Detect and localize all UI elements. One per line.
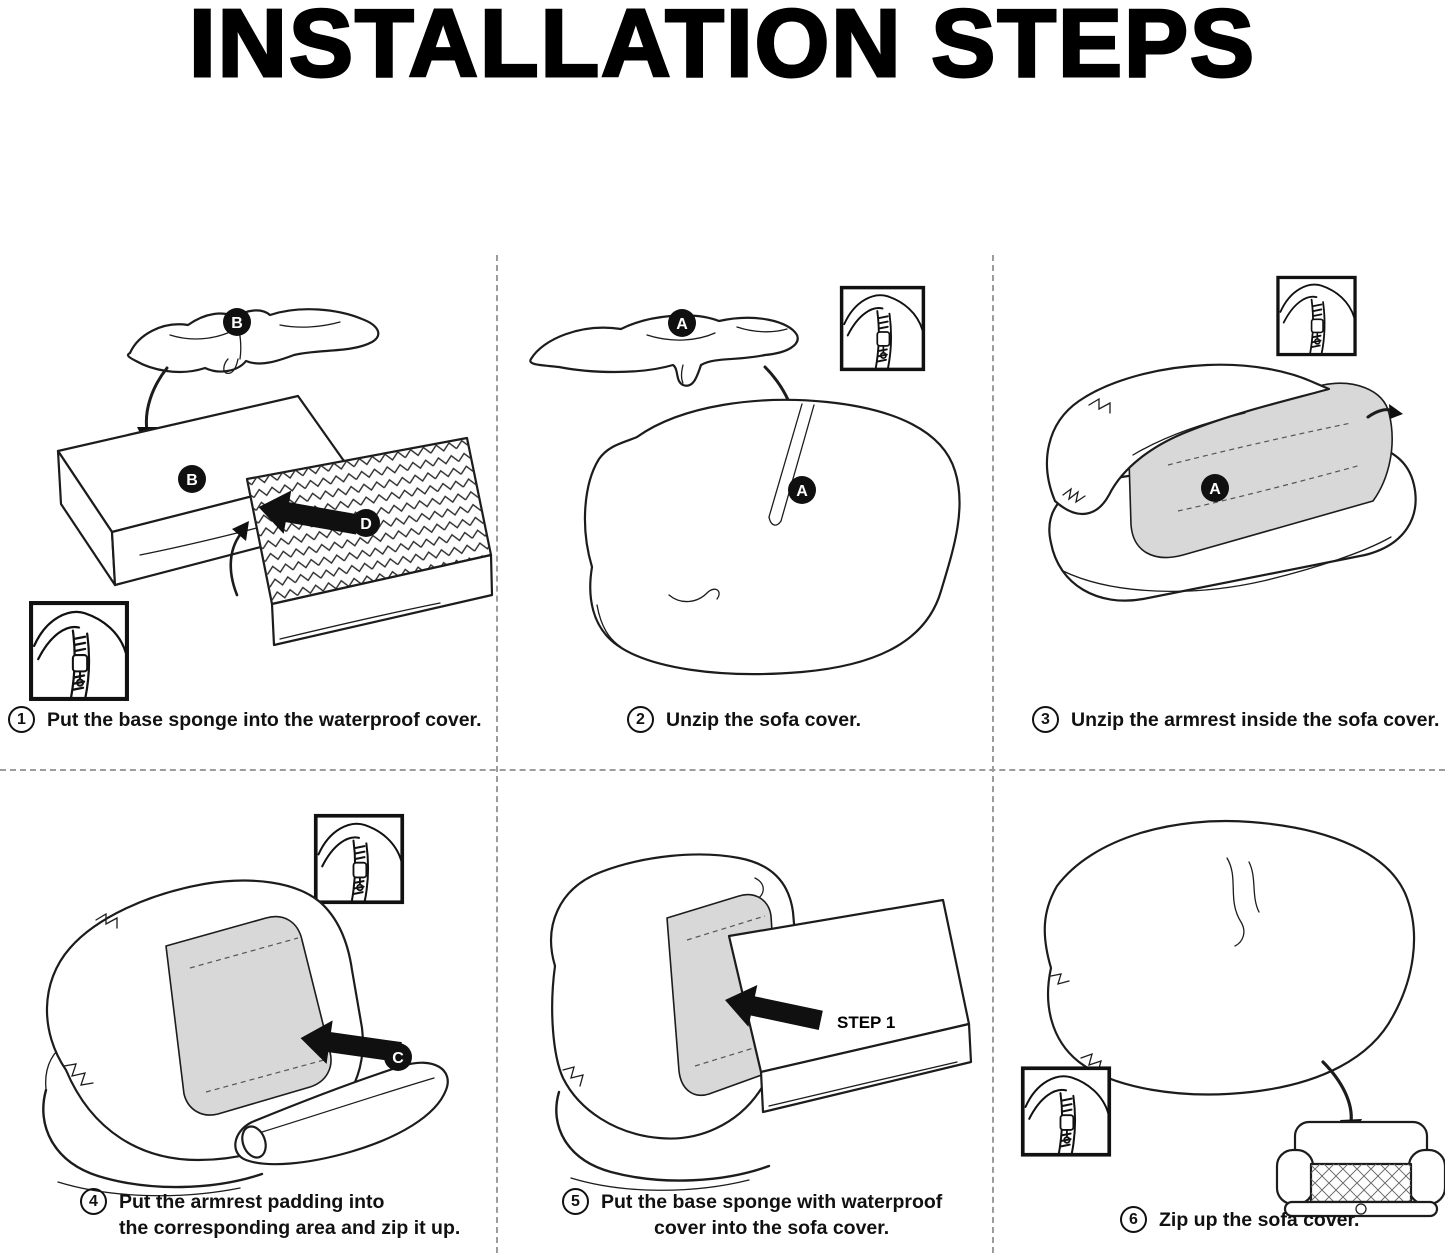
step-4-number: 4 <box>80 1188 107 1215</box>
horizontal-divider <box>0 769 1445 771</box>
label-badge-sofa-a: A <box>788 476 816 504</box>
badge-letter: A <box>796 483 808 500</box>
label-badge-mattress-b: B <box>178 465 206 493</box>
step-5-caption-text: Put the base sponge with waterproof cove… <box>601 1191 943 1240</box>
vertical-divider-2 <box>992 255 994 1253</box>
step-4-caption-text: Put the armrest padding into the corresp… <box>119 1191 461 1240</box>
step-3-caption-text: Unzip the armrest inside the sofa cover. <box>1071 709 1440 731</box>
step-3-caption: 3 Unzip the armrest inside the sofa cove… <box>1032 706 1439 733</box>
label-badge-arrow-d: D <box>352 509 380 537</box>
sofa-cover-zipped <box>583 398 961 676</box>
step-3-illustration: A <box>1045 275 1417 602</box>
sofa-back <box>1293 1120 1429 1172</box>
sofa-base <box>1283 1200 1439 1218</box>
step-2-caption-text: Unzip the sofa cover. <box>666 709 862 731</box>
zipper-inset-icon <box>31 603 127 699</box>
vertical-divider-1 <box>496 255 498 1253</box>
step-1-caption-text: Put the base sponge into the waterproof … <box>47 709 482 731</box>
label-badge-a: A <box>1201 474 1229 502</box>
sofa-logo-icon <box>1355 1203 1367 1215</box>
step-1-caption: 1 Put the base sponge into the waterproo… <box>8 706 481 733</box>
zipper-inset-icon <box>1276 275 1357 357</box>
badge-letter: C <box>392 1050 404 1067</box>
assembled-pet-sofa <box>1275 1120 1445 1218</box>
zipper-inset-icon <box>316 816 402 902</box>
step-4-illustration: C <box>42 770 449 1197</box>
badge-letter: D <box>360 516 372 533</box>
step-2-caption: 2 Unzip the sofa cover. <box>627 706 861 733</box>
badge-letter: A <box>1209 481 1221 498</box>
step-4-caption: 4 Put the armrest padding into the corre… <box>80 1188 460 1242</box>
page-title: INSTALLATION STEPS <box>187 0 1257 97</box>
sofa-base-cushion <box>555 1090 771 1191</box>
base-sponge-with-cover <box>727 898 973 1114</box>
lift-arrow-icon <box>229 521 249 597</box>
step-6-caption: 6 Zip up the sofa cover. <box>1120 1206 1359 1233</box>
armrest-area-gray <box>165 915 332 1116</box>
waterproof-cover-crumpled <box>126 308 380 375</box>
step1-arrow-label: STEP 1 <box>837 1013 895 1032</box>
step-3-number: 3 <box>1032 706 1059 733</box>
step-2-illustration: A A <box>529 255 961 676</box>
unzipped-cover-flap <box>1045 363 1331 516</box>
step-5-illustration: STEP 1 <box>550 853 973 1191</box>
step-5-number: 5 <box>562 1188 589 1215</box>
armrest-padding-roll <box>234 1061 449 1166</box>
small-arrow-icon <box>1366 404 1403 419</box>
step-6-illustration <box>1020 819 1445 1218</box>
sofa-left-arm <box>1275 1148 1315 1206</box>
label-badge-cover-b: B <box>223 308 251 336</box>
empty-sofa-cover <box>1043 819 1416 1096</box>
step-6-caption-text: Zip up the sofa cover. <box>1159 1209 1360 1231</box>
label-badge-c: C <box>384 1043 412 1071</box>
sofa-cover-crumpled <box>529 314 799 387</box>
step-1-number: 1 <box>8 706 35 733</box>
badge-letter: A <box>676 316 688 333</box>
step-5-caption: 5 Put the base sponge with waterproof co… <box>562 1188 942 1242</box>
label-badge-cover-a: A <box>668 309 696 337</box>
zipper-inset-icon <box>842 288 924 370</box>
sofa-right-arm <box>1407 1148 1445 1206</box>
step-2-number: 2 <box>627 706 654 733</box>
zipper-inset-icon <box>1020 1066 1112 1157</box>
badge-letter: B <box>231 315 243 332</box>
step-6-number: 6 <box>1120 1206 1147 1233</box>
step-1-illustration: B B D <box>0 308 494 707</box>
badge-letter: B <box>186 472 198 489</box>
